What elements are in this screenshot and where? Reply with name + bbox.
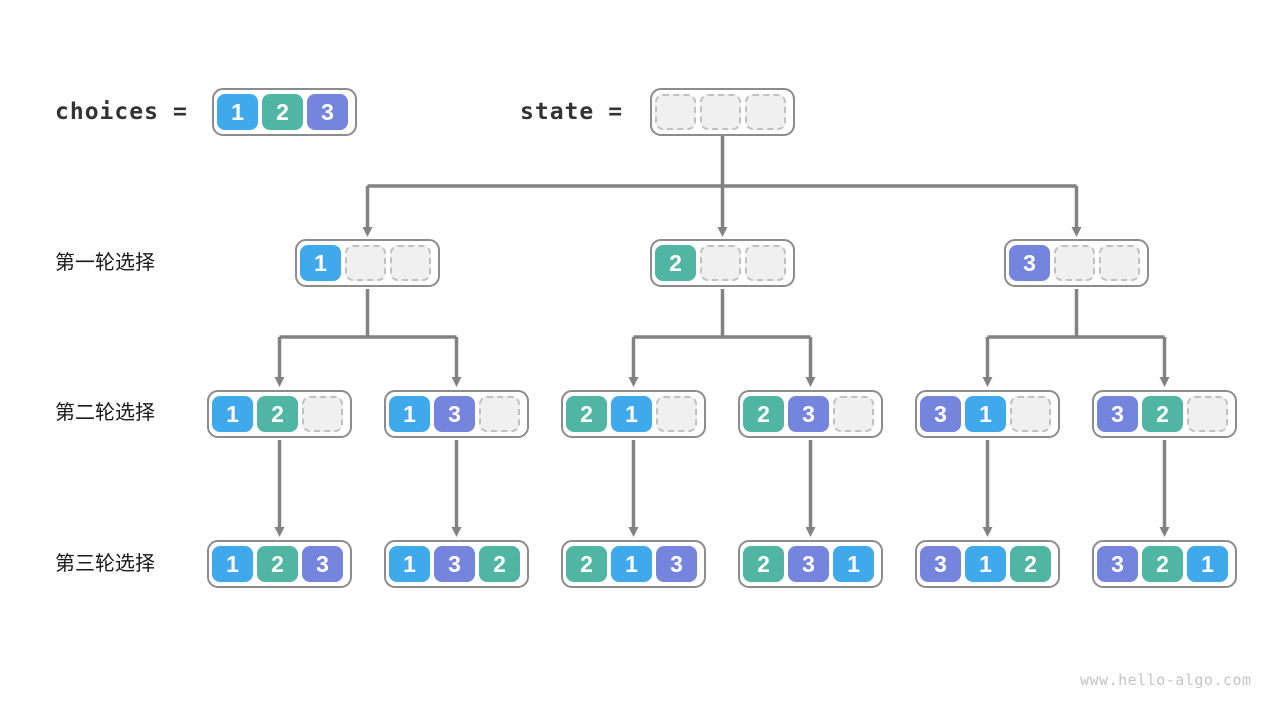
slot-value-2: 2 — [257, 396, 298, 432]
slot-value-2: 2 — [479, 546, 520, 582]
round1-box-1: 1 — [295, 239, 440, 287]
empty-slot — [1187, 396, 1228, 432]
slot-value-1: 1 — [965, 396, 1006, 432]
slot-value-2: 2 — [743, 546, 784, 582]
empty-slot — [745, 245, 786, 281]
empty-slot — [656, 396, 697, 432]
slot-value-1: 1 — [389, 396, 430, 432]
empty-slot — [1054, 245, 1095, 281]
slot-value-1: 1 — [300, 245, 341, 281]
slot-value-1: 1 — [212, 546, 253, 582]
slot-value-1: 1 — [1187, 546, 1228, 582]
choices-equals-sign: = — [172, 99, 188, 125]
round1-box-2: 2 — [650, 239, 795, 287]
slot-value-3: 3 — [788, 546, 829, 582]
state-label-text: state — [520, 99, 595, 125]
empty-slot — [479, 396, 520, 432]
state-array-box — [650, 88, 795, 136]
empty-slot — [700, 245, 741, 281]
slot-value-1: 1 — [389, 546, 430, 582]
empty-slot — [745, 94, 786, 130]
slot-value-1: 1 — [217, 94, 258, 130]
slot-value-3: 3 — [920, 546, 961, 582]
empty-slot — [302, 396, 343, 432]
choices-label: choices = — [55, 98, 188, 126]
state-label: state = — [520, 98, 623, 126]
round3-label: 第三轮选择 — [55, 553, 155, 575]
slot-value-3: 3 — [920, 396, 961, 432]
empty-slot — [700, 94, 741, 130]
slot-value-3: 3 — [434, 396, 475, 432]
empty-slot — [833, 396, 874, 432]
empty-slot — [345, 245, 386, 281]
slot-value-2: 2 — [1142, 396, 1183, 432]
slot-value-2: 2 — [262, 94, 303, 130]
slot-value-3: 3 — [434, 546, 475, 582]
slot-value-1: 1 — [965, 546, 1006, 582]
round1-label: 第一轮选择 — [55, 252, 155, 274]
round1-box-3: 3 — [1004, 239, 1149, 287]
slot-value-3: 3 — [1097, 546, 1138, 582]
slot-value-2: 2 — [257, 546, 298, 582]
slot-value-3: 3 — [788, 396, 829, 432]
slot-value-1: 1 — [611, 396, 652, 432]
slot-value-2: 2 — [1010, 546, 1051, 582]
empty-slot — [1099, 245, 1140, 281]
site-watermark: www.hello-algo.com — [1080, 671, 1252, 689]
round2-label: 第二轮选择 — [55, 402, 155, 424]
slot-value-1: 1 — [833, 546, 874, 582]
slot-value-3: 3 — [302, 546, 343, 582]
slot-value-2: 2 — [566, 396, 607, 432]
slot-value-1: 1 — [611, 546, 652, 582]
empty-slot — [390, 245, 431, 281]
slot-value-1: 1 — [212, 396, 253, 432]
slot-value-2: 2 — [655, 245, 696, 281]
slot-value-3: 3 — [1097, 396, 1138, 432]
slot-value-2: 2 — [743, 396, 784, 432]
slot-value-2: 2 — [1142, 546, 1183, 582]
choices-label-text: choices — [55, 99, 159, 125]
empty-slot — [1010, 396, 1051, 432]
slot-value-3: 3 — [656, 546, 697, 582]
slot-value-3: 3 — [307, 94, 348, 130]
empty-slot — [655, 94, 696, 130]
state-equals-sign: = — [608, 99, 624, 125]
slot-value-3: 3 — [1009, 245, 1050, 281]
slot-value-2: 2 — [566, 546, 607, 582]
